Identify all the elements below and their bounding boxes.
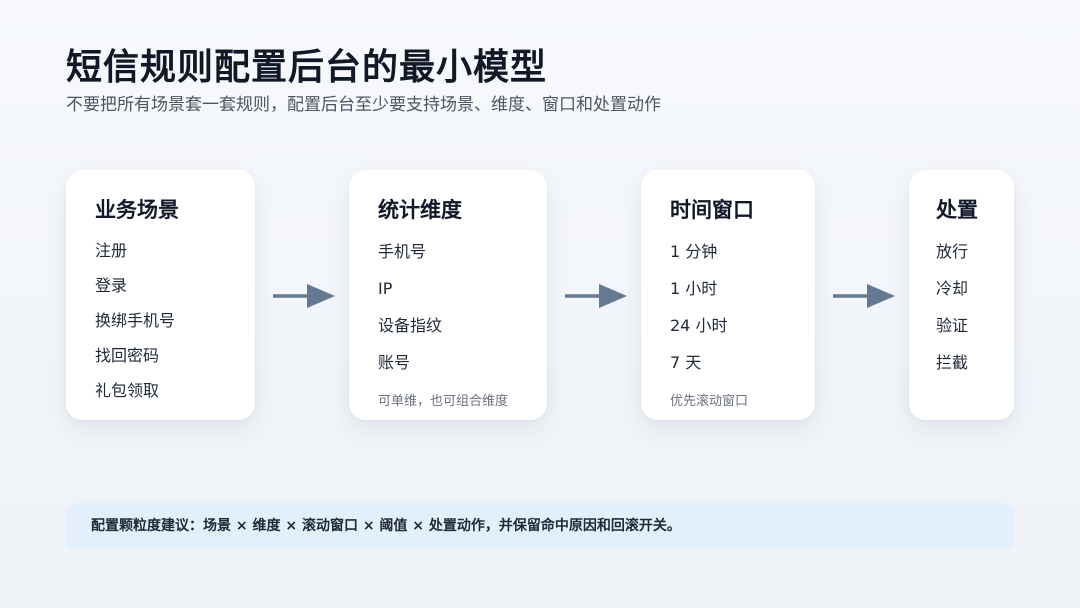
card-statistic-dimension: 统计维度 手机号 IP 设备指纹 账号 可单维，也可组合维度: [349, 170, 547, 420]
card-note: 优先滚动窗口: [670, 394, 749, 409]
card-business-scene: 业务场景 注册 登录 换绑手机号 找回密码 礼包领取: [66, 170, 255, 420]
card-time-window: 时间窗口 1 分钟 1 小时 24 小时 7 天 优先滚动窗口: [641, 170, 815, 420]
list-item: 7 天: [670, 353, 702, 372]
card-item-list: 注册 登录 换绑手机号 找回密码 礼包领取: [95, 238, 255, 413]
list-item: 换绑手机号: [95, 311, 176, 330]
card-disposal: 处置 放行 冷却 验证 拦截: [909, 170, 1014, 420]
card-title: 处置: [936, 198, 978, 222]
arrow-right-icon: [565, 284, 627, 308]
list-item: 验证: [936, 316, 969, 335]
card-note: 可单维，也可组合维度: [378, 394, 509, 409]
list-item: 找回密码: [95, 346, 160, 365]
card-item-list: 放行 冷却 验证 拦截: [936, 238, 1014, 386]
footer-recommendation: 配置颗粒度建议：场景 × 维度 × 滚动窗口 × 阈值 × 处置动作，并保留命中…: [66, 503, 1014, 549]
arrow-right-icon: [273, 284, 335, 308]
list-item: 账号: [378, 353, 411, 372]
page-subtitle: 不要把所有场景套一套规则，配置后台至少要支持场景、维度、窗口和处置动作: [66, 95, 661, 115]
list-item: 24 小时: [670, 316, 728, 335]
list-item: 冷却: [936, 279, 969, 298]
card-title: 统计维度: [378, 198, 462, 222]
list-item: 拦截: [936, 353, 969, 372]
card-title: 时间窗口: [670, 198, 754, 222]
card-title: 业务场景: [95, 198, 179, 222]
list-item: 注册: [95, 241, 128, 260]
list-item: 设备指纹: [378, 316, 443, 335]
list-item: 放行: [936, 242, 969, 261]
arrow-right-icon: [833, 284, 895, 308]
list-item: 1 分钟: [670, 242, 718, 261]
list-item: 登录: [95, 276, 128, 295]
card-item-list: 1 分钟 1 小时 24 小时 7 天: [670, 238, 815, 386]
list-item: IP: [378, 279, 393, 298]
card-item-list: 手机号 IP 设备指纹 账号: [378, 238, 547, 386]
page-title: 短信规则配置后台的最小模型: [66, 47, 548, 88]
list-item: 1 小时: [670, 279, 718, 298]
list-item: 手机号: [378, 242, 427, 261]
list-item: 礼包领取: [95, 381, 160, 400]
